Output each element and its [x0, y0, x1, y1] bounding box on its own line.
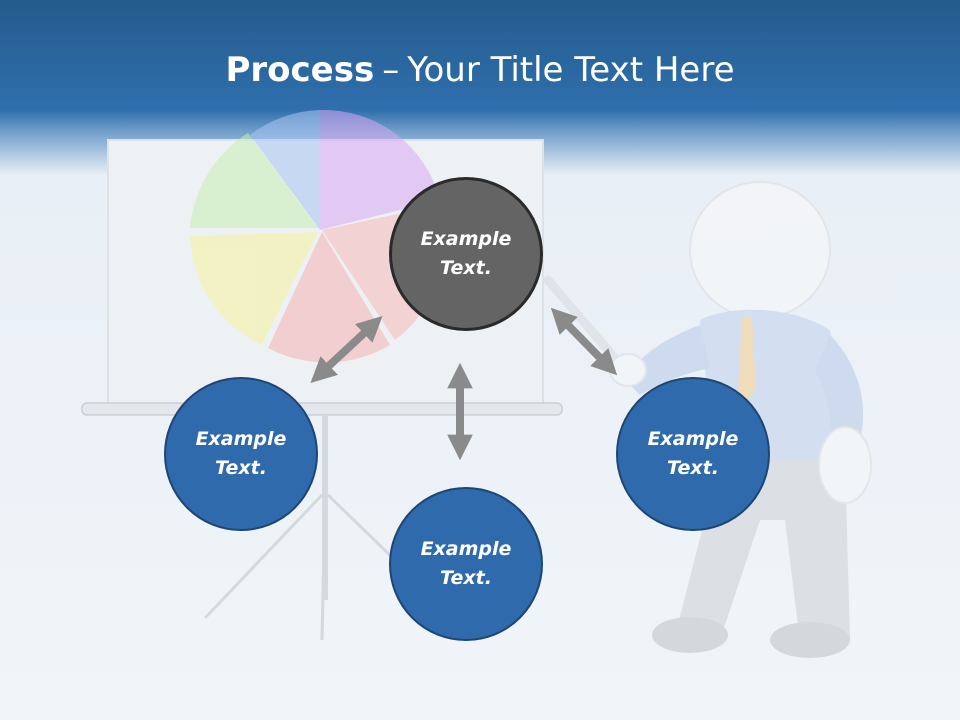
arrow-center-left	[310, 316, 383, 383]
center-node-text: Example Text.	[420, 228, 512, 279]
slide-title: Process–Your Title Text Here	[0, 50, 960, 90]
bottom-node: Example Text.	[389, 487, 543, 641]
title-rest: Your Title Text Here	[407, 50, 735, 90]
title-bold: Process	[225, 50, 375, 90]
presenter-figure	[543, 181, 872, 658]
arrow-center-right	[550, 307, 618, 376]
title-separator: –	[382, 50, 400, 90]
center-node: Example Text.	[389, 177, 543, 331]
bottom-node-text: Example Text.	[420, 538, 512, 589]
right-node-text: Example Text.	[647, 428, 739, 479]
left-node-text: Example Text.	[195, 428, 287, 479]
right-node: Example Text.	[616, 377, 770, 531]
left-node: Example Text.	[164, 377, 318, 531]
